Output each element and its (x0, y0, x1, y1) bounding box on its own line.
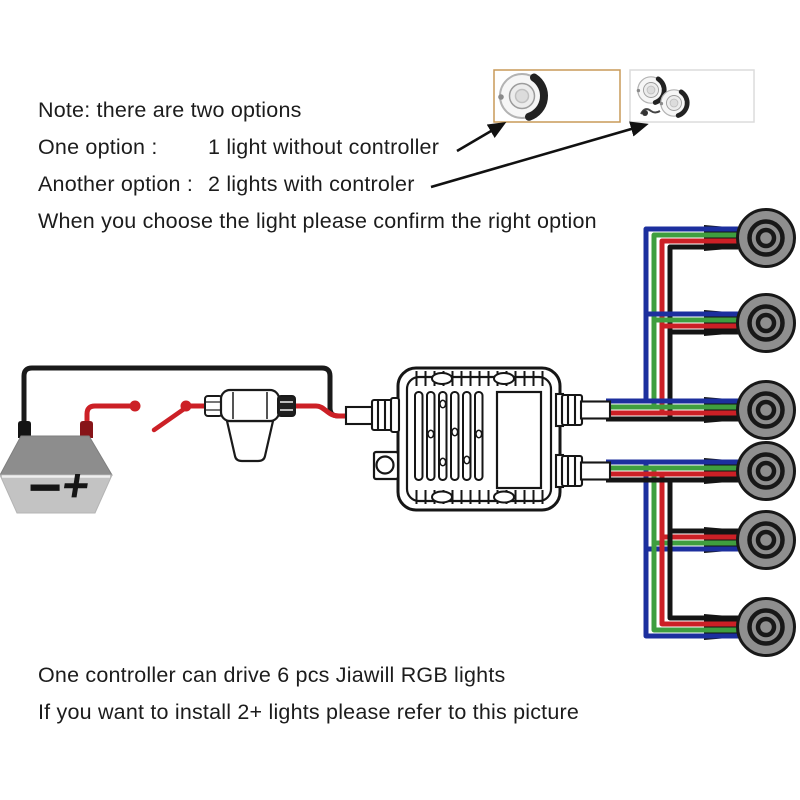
rgb-light-1 (736, 208, 796, 268)
rgb-light-4 (736, 441, 796, 501)
controller-output-connector-top (554, 392, 612, 428)
note-option-1: One option : 1 light without controller (38, 135, 439, 159)
fuse-cover (225, 419, 275, 463)
controller-slot (431, 372, 453, 385)
single-light-photo (498, 74, 544, 118)
controller-label-plate (495, 390, 543, 490)
arrow-to-option1 (456, 122, 507, 153)
battery (0, 421, 113, 514)
battery-front-face (0, 474, 113, 514)
fuse-right-nut (277, 395, 296, 417)
rgb-lights (736, 208, 796, 657)
fuse-left-nut (204, 395, 223, 417)
footer-line-1: One controller can drive 6 pcs Jiawill R… (38, 663, 506, 687)
rgb-cable-top-set (606, 225, 739, 423)
rgb-light-3 (736, 380, 796, 440)
controller-slot (493, 490, 515, 504)
controller-side-button (372, 450, 400, 481)
photo-wire-plug (642, 110, 648, 116)
fuse-body (219, 388, 281, 423)
rgb-light-6 (736, 597, 796, 657)
footer-line-2: If you want to install 2+ lights please … (38, 700, 580, 724)
switch-blade (151, 406, 187, 433)
rgb-light-5 (736, 510, 796, 570)
option2-label: Another option : (38, 172, 194, 196)
battery-positive-terminal (80, 421, 93, 438)
controller-slot (493, 372, 515, 385)
inline-fuse (204, 388, 296, 463)
controller-input-connector (344, 396, 401, 434)
controller (396, 366, 562, 512)
option1-value: 1 light without controller (208, 135, 440, 159)
rgb-cable-bottom-set (606, 458, 739, 640)
option2-value: 2 lights with controler (208, 172, 415, 196)
controller-rivets (427, 399, 483, 467)
note-line-1: Note: there are two options (38, 98, 302, 122)
option1-label: One option : (38, 135, 158, 159)
switch-contact-dot-left (129, 400, 141, 412)
positive-wire-battery-to-switch (84, 403, 130, 436)
positive-wire-fuse-to-controller (295, 403, 346, 419)
battery-negative-terminal (18, 421, 31, 438)
note-option-2: Another option : 2 lights with controler (38, 172, 415, 196)
rgb-light-2 (736, 293, 796, 353)
controller-output-connector-bottom (554, 453, 612, 489)
switch-contact-dot-right (180, 400, 192, 412)
controller-slot (431, 490, 453, 504)
arrow-to-option2 (430, 121, 649, 189)
two-lights-photo-light1 (637, 77, 664, 103)
note-line-4: When you choose the light please confirm… (38, 209, 597, 233)
battery-negative-symbol: − (28, 454, 62, 520)
two-lights-photo-light2 (660, 90, 687, 116)
